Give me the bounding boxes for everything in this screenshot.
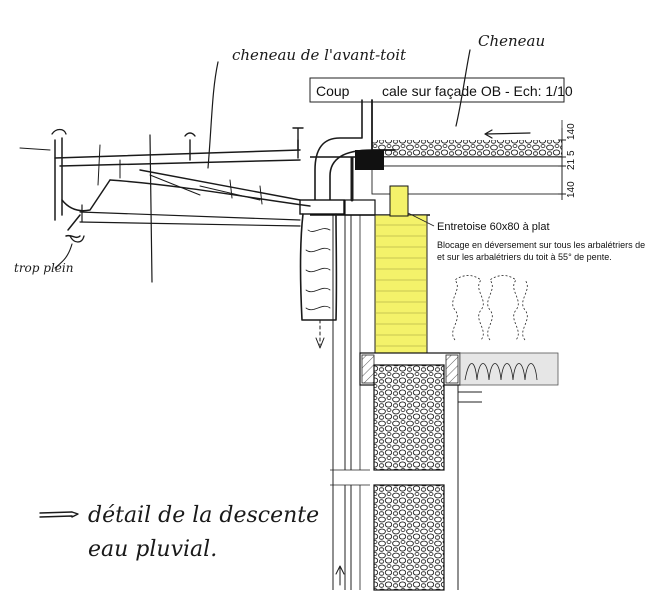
dimension-column: 5 140 21 140 xyxy=(558,123,577,200)
blocking-highlight xyxy=(374,214,428,354)
cheneau-pointer xyxy=(455,49,531,139)
dim-140-top: 140 xyxy=(566,123,577,140)
note-line-2: eau pluvial. xyxy=(88,537,217,562)
dim-5: 5 xyxy=(566,150,577,156)
roof-gravel-layer xyxy=(310,120,563,200)
insulation-panel xyxy=(459,352,559,386)
title-text-right: cale sur façade OB - Ech: 1/10 xyxy=(382,83,573,99)
detail-note: détail de la descente eau pluvial. xyxy=(39,503,319,562)
label-cheneau-avant-toit: cheneau de l'avant-toit xyxy=(232,46,407,64)
dim-140-bottom: 140 xyxy=(566,181,577,198)
insulation-loops xyxy=(452,275,528,341)
label-cheneau: Cheneau xyxy=(478,32,545,50)
title-text-left: Coup xyxy=(316,83,350,99)
title-box: Coup cale sur façade OB - Ech: 1/10 xyxy=(309,77,573,103)
trop-plein-pointer xyxy=(54,243,73,269)
eave-overhang xyxy=(19,128,311,283)
entretoise-block xyxy=(389,185,409,217)
dim-21: 21 xyxy=(566,158,577,170)
annotation-blocage-line2: et sur les arbalétriers du toit à 55° de… xyxy=(437,252,612,262)
gutter-downpipe xyxy=(292,99,396,349)
masonry-lower xyxy=(373,484,445,591)
wall-section xyxy=(310,185,559,591)
masonry-upper xyxy=(373,364,445,471)
avant-toit-pointer xyxy=(207,61,219,169)
note-arrow-icon xyxy=(39,511,79,518)
label-trop-plein: trop plein xyxy=(14,261,73,275)
annotation-entretoise: Entretoise 60x80 à plat xyxy=(437,221,550,233)
note-line-1: détail de la descente xyxy=(88,503,319,528)
annotation-blocage-line1: Blocage en déversement sur tous les arba… xyxy=(437,240,645,250)
